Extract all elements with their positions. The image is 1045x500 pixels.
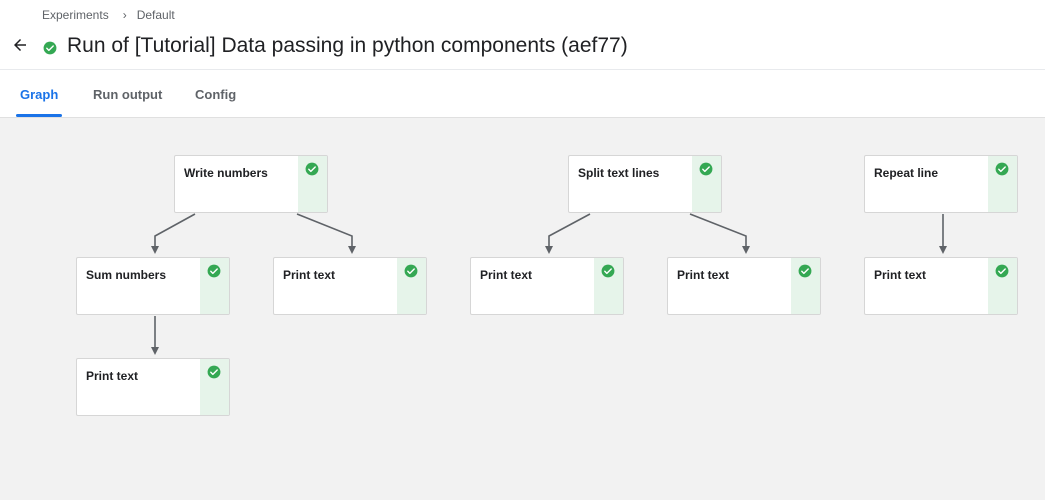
node-split-text-lines[interactable]: Split text lines [568, 155, 722, 213]
node-sum-numbers[interactable]: Sum numbers [76, 257, 230, 315]
edge-write-to-sum [151, 213, 196, 254]
node-status [791, 258, 820, 314]
node-repeat-line[interactable]: Repeat line [864, 155, 1018, 213]
edge-write-to-print [296, 213, 356, 254]
node-print-text-2[interactable]: Print text [76, 358, 230, 416]
active-tab-indicator [16, 114, 62, 117]
node-label: Sum numbers [86, 268, 167, 282]
node-status [397, 258, 426, 314]
node-status [200, 359, 229, 415]
check-circle-icon [601, 264, 615, 278]
node-print-text-4[interactable]: Print text [667, 257, 821, 315]
node-status [298, 156, 327, 212]
graph-edges [151, 213, 947, 355]
back-button[interactable] [10, 35, 30, 55]
node-label: Print text [677, 268, 730, 282]
node-status [692, 156, 721, 212]
node-status [594, 258, 623, 314]
node-print-text-1[interactable]: Print text [273, 257, 427, 315]
node-label: Print text [874, 268, 927, 282]
tab-bar: Graph Run output Config [0, 70, 1045, 118]
tab-run-output[interactable]: Run output [93, 86, 163, 102]
arrow-back-icon [14, 39, 26, 51]
breadcrumb-separator: › [122, 8, 127, 22]
tab-graph[interactable]: Graph [20, 86, 59, 102]
page-header: Experiments › Default Run of [Tutorial] … [0, 0, 1045, 70]
check-circle-icon [404, 264, 418, 278]
node-label: Print text [283, 268, 336, 282]
edge-split-to-print-right [689, 213, 750, 254]
node-label: Print text [86, 369, 139, 383]
check-circle-icon [43, 41, 57, 55]
node-print-text-3[interactable]: Print text [470, 257, 624, 315]
check-circle-icon [305, 162, 319, 176]
check-circle-icon [699, 162, 713, 176]
check-circle-icon [207, 264, 221, 278]
node-status [988, 156, 1017, 212]
node-status [988, 258, 1017, 314]
node-label: Split text lines [578, 166, 660, 180]
tab-config[interactable]: Config [195, 86, 237, 102]
node-write-numbers[interactable]: Write numbers [174, 155, 328, 213]
node-status [200, 258, 229, 314]
breadcrumb: Experiments › Default [42, 7, 175, 23]
page-title: Run of [Tutorial] Data passing in python… [67, 34, 628, 57]
check-circle-icon [207, 365, 221, 379]
check-circle-icon [995, 264, 1009, 278]
node-print-text-5[interactable]: Print text [864, 257, 1018, 315]
node-label: Print text [480, 268, 533, 282]
breadcrumb-experiments-link[interactable]: Experiments [42, 8, 109, 22]
check-circle-icon [798, 264, 812, 278]
graph-canvas[interactable]: Write numbers Sum numbers Print text Pri… [0, 118, 1045, 500]
node-label: Write numbers [184, 166, 268, 180]
edge-split-to-print-left [545, 213, 591, 254]
breadcrumb-default-link[interactable]: Default [136, 8, 175, 22]
check-circle-icon [995, 162, 1009, 176]
node-label: Repeat line [874, 166, 939, 180]
